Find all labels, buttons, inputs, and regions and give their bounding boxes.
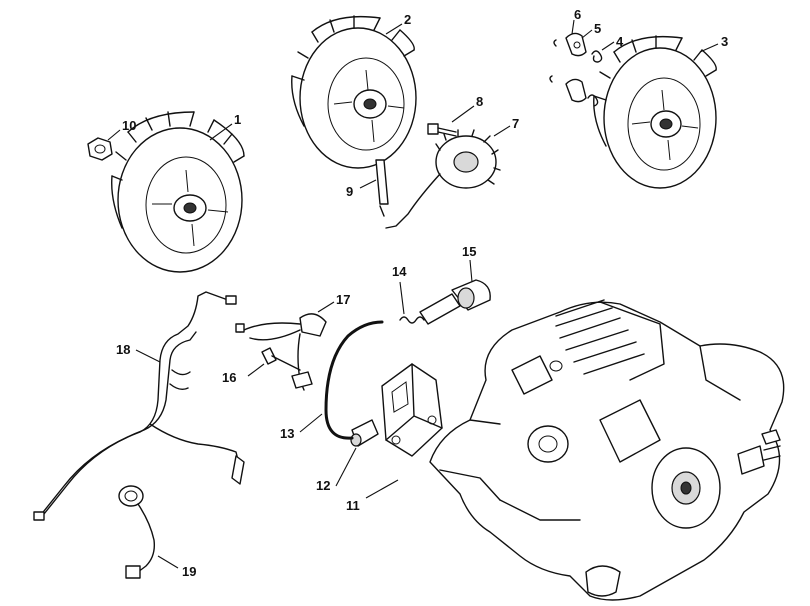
- callout-19: 19: [182, 564, 196, 579]
- callout-10: 10: [122, 118, 136, 133]
- callout-1: 1: [234, 112, 241, 127]
- pawl-assembly: [549, 32, 603, 107]
- plug-terminal-12: [350, 419, 379, 447]
- callout-14: 14: [392, 264, 407, 279]
- callout-8: 8: [476, 94, 483, 109]
- callout-4: 4: [616, 34, 624, 49]
- callout-3: 3: [721, 34, 728, 49]
- callout-labels: 1 2 3 4 5 6 7 8 9 10 11 12 13 14 15 16 1…: [116, 7, 728, 579]
- spring-14: [399, 316, 425, 324]
- ignition-lead-13: [324, 320, 384, 440]
- screw-8: [427, 123, 457, 137]
- wiring-harness-18: [33, 291, 245, 521]
- callout-15: 15: [462, 244, 476, 259]
- callout-17: 17: [336, 292, 350, 307]
- ground-ring-19: [118, 485, 156, 579]
- sleeve-9: [375, 159, 389, 217]
- spark-plug-boot-15: [419, 279, 491, 325]
- callout-13: 13: [280, 426, 294, 441]
- callout-12: 12: [316, 478, 330, 493]
- callout-2: 2: [404, 12, 411, 27]
- flywheel-3: [593, 35, 717, 189]
- callout-16: 16: [222, 370, 236, 385]
- leader-lines: [107, 19, 719, 569]
- callout-18: 18: [116, 342, 130, 357]
- short-circuit-wire-16-17: [235, 313, 327, 391]
- callout-11: 11: [346, 498, 360, 513]
- flywheel-2: [291, 15, 417, 169]
- callout-5: 5: [594, 21, 601, 36]
- flywheel-1: [111, 111, 245, 273]
- ignition-stator-7: [385, 129, 501, 229]
- callout-9: 9: [346, 184, 353, 199]
- callout-6: 6: [574, 7, 581, 22]
- callout-7: 7: [512, 116, 519, 131]
- ignition-module-11: [381, 363, 443, 457]
- crankcase-housing: [429, 299, 785, 601]
- nut-10: [87, 137, 113, 161]
